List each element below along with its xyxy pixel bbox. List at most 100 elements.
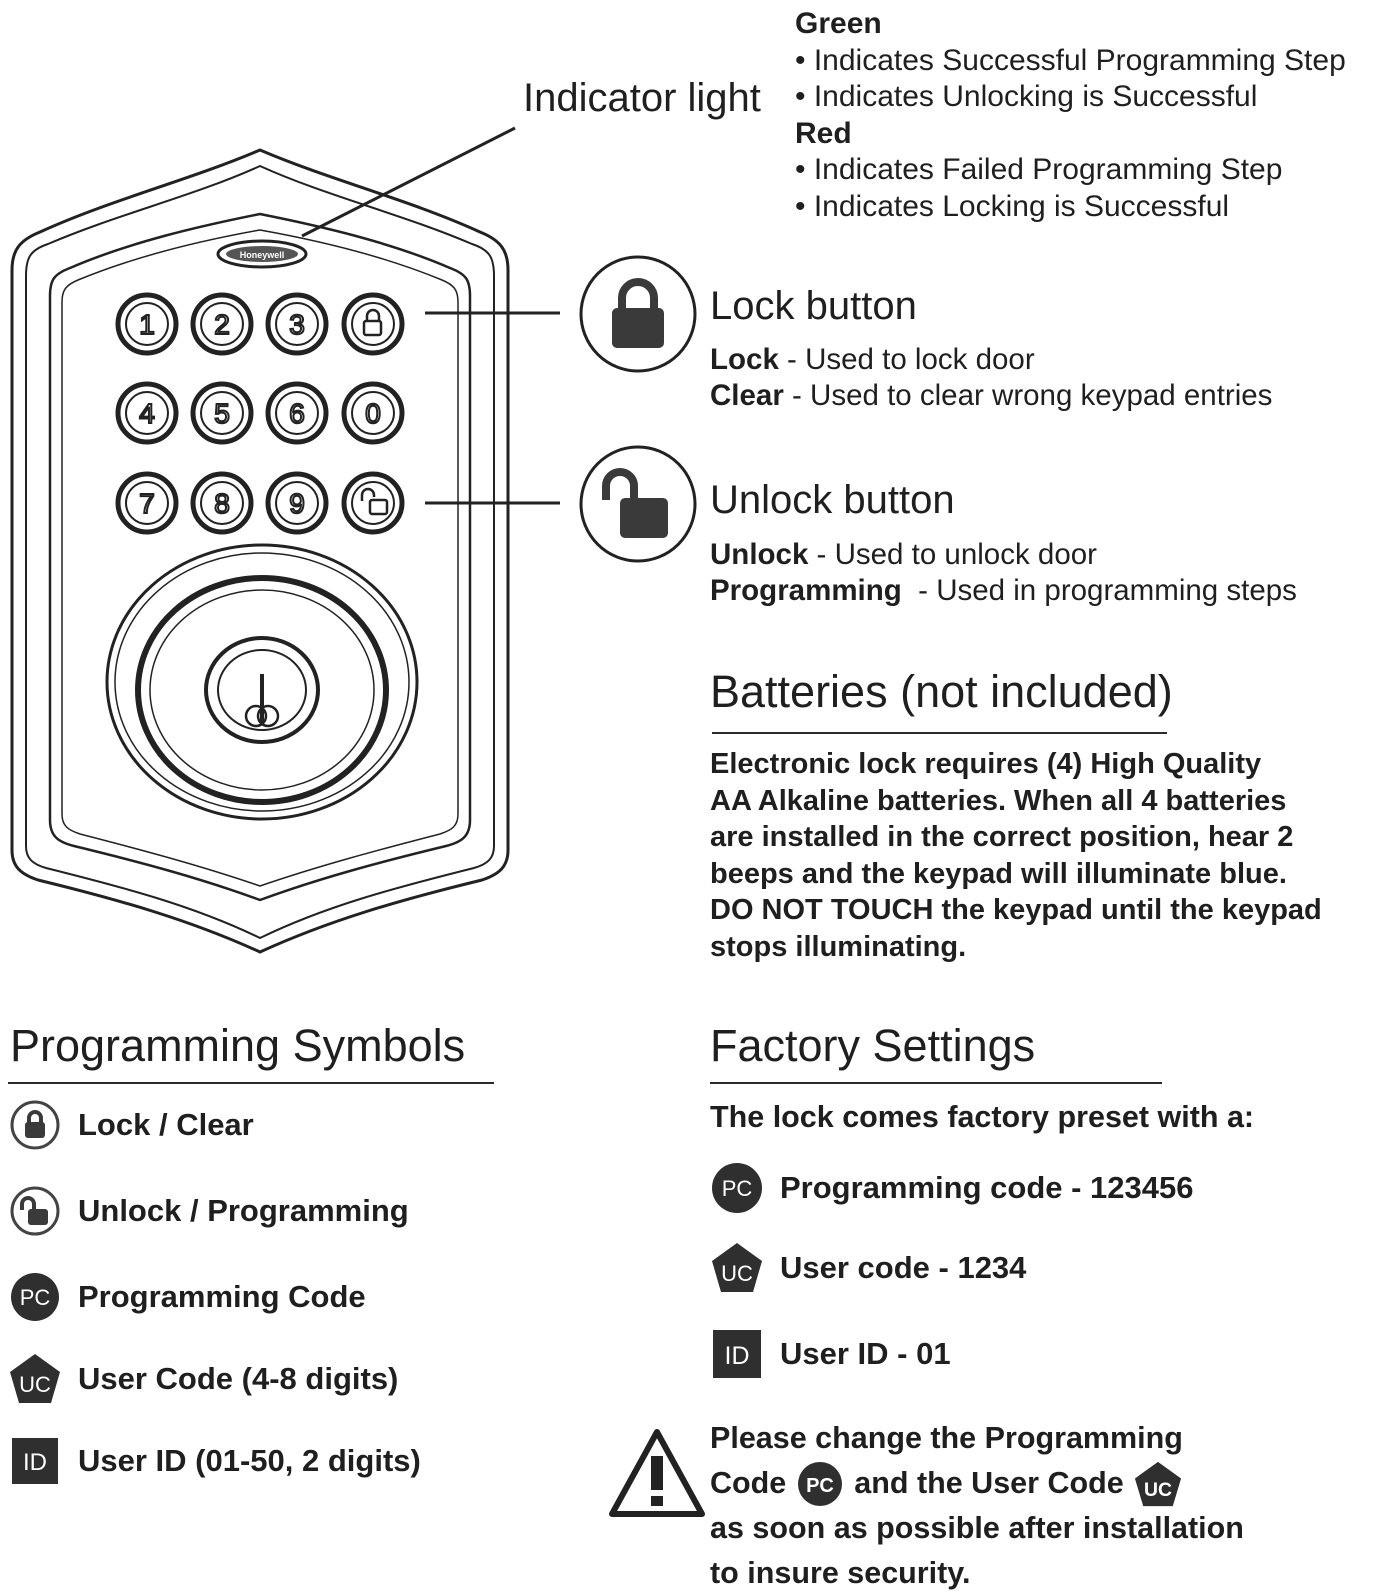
keyhole-cylinder	[204, 636, 320, 744]
keypad-key-2[interactable]: 2	[190, 292, 254, 356]
keypad-key-label: 6	[289, 398, 305, 429]
symbol-row-lock: Lock / Clear	[8, 1098, 254, 1152]
keypad-key-label: 7	[139, 488, 155, 519]
factory-settings-intro: The lock comes factory preset with a:	[710, 1100, 1255, 1134]
svg-text:UC: UC	[19, 1372, 51, 1397]
lock-illustration: Honeywell 1 2 3 4 5 6 0 7 8 9	[10, 126, 560, 954]
escutcheon-inner	[25, 164, 495, 940]
keypad-key-8[interactable]: 8	[190, 471, 254, 535]
factory-settings-divider	[710, 1082, 1162, 1084]
pc-circle-icon: PC	[794, 1461, 846, 1506]
batteries-line: beeps and the keypad will illuminate blu…	[710, 857, 1287, 890]
keypad-key-label: 3	[289, 309, 305, 340]
batteries-title: Batteries (not included)	[710, 666, 1173, 717]
keypad-key-label: 2	[214, 309, 230, 340]
batteries-line: Electronic lock requires (4) High Qualit…	[710, 748, 1262, 780]
keypad-key-1[interactable]: 1	[115, 292, 179, 356]
programming-symbols-divider	[8, 1082, 494, 1084]
unlock-button-line: Unlock - Used to unlock door	[710, 538, 1097, 571]
programming-symbols-title: Programming Symbols	[10, 1020, 466, 1071]
factory-row-uc: UC User code - 1234	[710, 1240, 1026, 1296]
indicator-callout-line	[301, 126, 516, 238]
keypad-key-4[interactable]: 4	[115, 381, 179, 445]
keypad-key-0[interactable]: 0	[341, 381, 405, 445]
brand-badge-text: Honeywell	[240, 250, 285, 260]
symbol-label: Lock / Clear	[78, 1107, 254, 1142]
symbol-label: User Code (4-8 digits)	[78, 1361, 399, 1396]
legend-green-item: Indicates Successful Programming Step	[795, 43, 1346, 80]
keypad-key-label: 0	[365, 398, 381, 429]
factory-setting-label: User code - 1234	[780, 1250, 1027, 1285]
keypad-key-6[interactable]: 6	[265, 381, 329, 445]
factory-row-pc: PC Programming code - 123456	[710, 1160, 1194, 1216]
symbol-row-unlock: Unlock / Programming	[8, 1184, 409, 1238]
legend-green-item: Indicates Unlocking is Successful	[795, 79, 1346, 116]
batteries-text: Electronic lock requires (4) High Qualit…	[710, 746, 1390, 965]
symbol-label: Unlock / Programming	[78, 1193, 409, 1228]
id-square-icon: ID	[8, 1434, 62, 1488]
symbol-row-id: ID User ID (01-50, 2 digits)	[8, 1434, 421, 1488]
svg-text:PC: PC	[722, 1176, 753, 1201]
id-square-icon: ID	[710, 1326, 764, 1382]
escutcheon-outer	[10, 148, 510, 954]
symbol-row-pc: PC Programming Code	[8, 1270, 366, 1324]
warning-line: as soon as possible after installation	[710, 1511, 1244, 1545]
svg-text:UC: UC	[721, 1261, 753, 1286]
legend-red-head: Red	[795, 116, 852, 150]
factory-row-id: ID User ID - 01	[710, 1326, 951, 1382]
keypad-key-9[interactable]: 9	[265, 471, 329, 535]
legend-red-item: Indicates Failed Programming Step	[795, 152, 1346, 189]
keypad-key-3[interactable]: 3	[265, 292, 329, 356]
unlock-button-icon	[579, 445, 697, 563]
deadbolt-ring-outer	[105, 543, 419, 821]
factory-setting-label: User ID - 01	[780, 1336, 951, 1371]
svg-text:ID: ID	[23, 1449, 47, 1476]
indicator-light-label: Indicator light	[523, 76, 761, 120]
keypad-key-label: 5	[214, 398, 230, 429]
svg-text:ID: ID	[725, 1342, 750, 1370]
symbol-label: User ID (01-50, 2 digits)	[78, 1443, 421, 1478]
indicator-legend: Green Indicates Successful Programming S…	[795, 6, 1346, 225]
legend-green-head: Green	[795, 7, 882, 40]
keypad-key-5[interactable]: 5	[190, 381, 254, 445]
batteries-line: AA Alkaline batteries. When all 4 batter…	[710, 784, 1287, 817]
keypad-key-label: 9	[289, 488, 305, 519]
uc-pentagon-icon: UC	[1132, 1461, 1184, 1506]
batteries-line: stops illuminating.	[710, 930, 967, 963]
keypad-key-label: 4	[139, 398, 155, 429]
lock-button-line: Lock - Used to lock door	[710, 343, 1035, 376]
keypad-face	[48, 212, 472, 902]
keypad-key-unlock[interactable]	[341, 471, 405, 535]
pc-circle-icon: PC	[710, 1160, 764, 1216]
pc-circle-icon: PC	[8, 1270, 62, 1324]
warning-line: Please change the Programming	[710, 1421, 1183, 1455]
clear-button-line: Clear - Used to clear wrong keypad entri…	[710, 379, 1273, 412]
keypad-key-lock[interactable]	[341, 292, 405, 356]
factory-settings-title: Factory Settings	[710, 1020, 1036, 1071]
uc-pentagon-icon: UC	[710, 1240, 764, 1296]
uc-pentagon-icon: UC	[8, 1352, 62, 1406]
keypad-key-label: 8	[214, 488, 230, 519]
svg-text:PC: PC	[20, 1285, 51, 1310]
warning-text: Please change the Programming Code PC an…	[710, 1416, 1244, 1596]
batteries-line: are installed in the correct position, h…	[710, 821, 1294, 853]
programming-button-line: Programming - Used in programming steps	[710, 574, 1297, 607]
batteries-divider	[712, 732, 1167, 734]
lock-button-icon	[579, 255, 697, 373]
unlock-button-title: Unlock button	[710, 478, 955, 522]
legend-red-item: Indicates Locking is Successful	[795, 189, 1346, 226]
deadbolt-ring-mid	[135, 575, 389, 805]
warning-icon	[609, 1429, 705, 1517]
keypad: 1 2 3 4 5 6 0 7 8 9	[115, 292, 405, 535]
svg-text:UC: UC	[1144, 1479, 1172, 1501]
symbol-label: Programming Code	[78, 1279, 366, 1314]
batteries-line: DO NOT TOUCH the keypad until the keypad	[710, 894, 1322, 926]
lock-icon	[8, 1098, 62, 1152]
unlock-icon	[8, 1184, 62, 1238]
keypad-key-7[interactable]: 7	[115, 471, 179, 535]
svg-text:PC: PC	[806, 1475, 834, 1497]
keypad-key-label: 1	[139, 309, 155, 340]
symbol-row-uc: UC User Code (4-8 digits)	[8, 1352, 398, 1406]
factory-setting-label: Programming code - 123456	[780, 1170, 1194, 1205]
warning-line: to insure security.	[710, 1556, 971, 1590]
